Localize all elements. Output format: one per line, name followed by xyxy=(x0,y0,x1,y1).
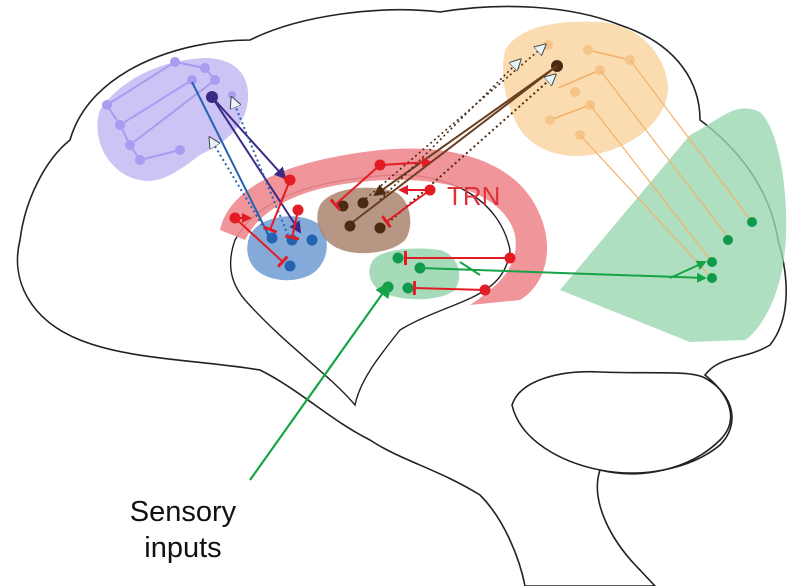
purple-cortex-to-blue-nucleus xyxy=(211,96,302,234)
cerebellum-outline xyxy=(511,370,733,474)
brown-cortex-to-nucleus-2 xyxy=(344,65,558,229)
brown-dotted-return xyxy=(379,75,555,231)
trn-region xyxy=(220,148,548,305)
blue-to-purple-cortex xyxy=(191,81,271,239)
orange-cortical-circuit xyxy=(549,49,631,121)
blue-neurons xyxy=(266,232,318,272)
orange-to-green-projections xyxy=(579,59,753,279)
purple-neurons xyxy=(102,57,236,165)
sensory-label-line1: Sensory xyxy=(130,496,237,528)
trn-neurons xyxy=(229,159,516,296)
brown-cortex-to-nucleus xyxy=(373,65,558,197)
green-thalamocortical-projections xyxy=(419,260,707,283)
trn-connections xyxy=(234,157,510,296)
brain-outline xyxy=(16,5,787,586)
sensory-input-arrow xyxy=(249,281,392,481)
trn-label: TRN xyxy=(447,181,500,211)
sensory-label-line2: inputs xyxy=(144,532,221,564)
green-cortical-neurons xyxy=(707,217,757,283)
blue-dotted-return-2 xyxy=(232,98,291,241)
green-cortex-region xyxy=(560,108,787,342)
purple-cortex-region xyxy=(97,58,249,181)
brown-nucleus xyxy=(317,187,411,254)
